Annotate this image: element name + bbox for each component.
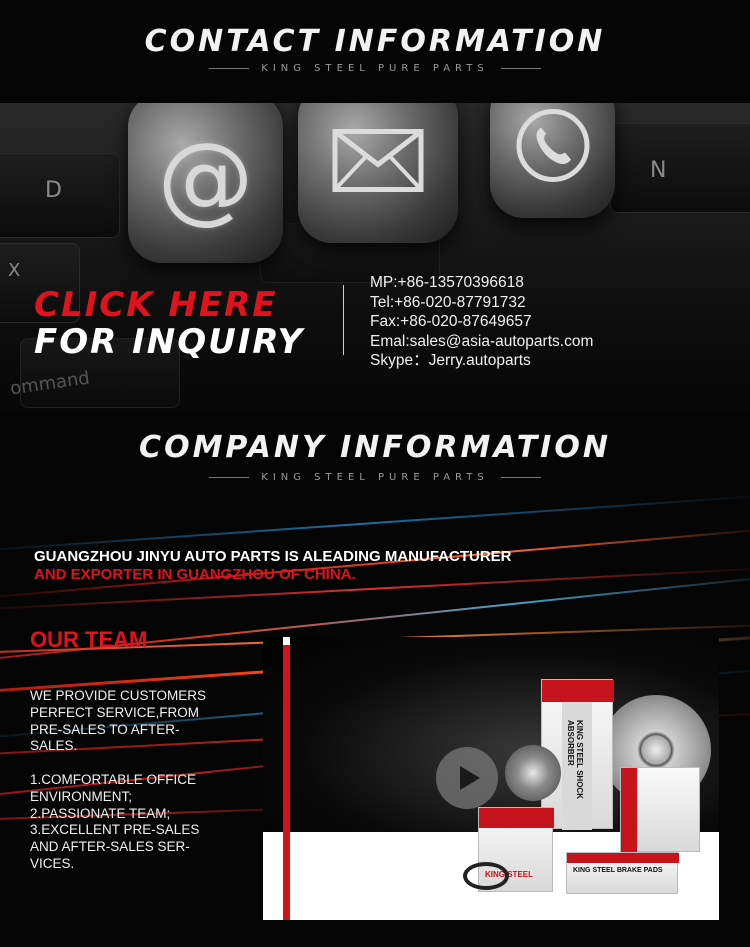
subtitle-left-rule xyxy=(209,477,250,478)
envelope-cube xyxy=(298,103,458,243)
mobile-phone: MP:+86-13570396618 xyxy=(370,274,524,291)
brake-pads-label: KING STEEL BRAKE PADS xyxy=(573,867,663,874)
team-line: 2.PASSIONATE TEAM; xyxy=(30,805,171,821)
king-steel-label: KING STEEL xyxy=(485,870,534,879)
telephone: Tel:+86-020-87791732 xyxy=(370,293,526,311)
key-label-x: X xyxy=(8,260,21,281)
team-video-player[interactable]: KING STEEL SHOCK ABSORBER KING STEEL KIN… xyxy=(263,637,719,920)
phone-icon xyxy=(513,106,593,191)
keyboard-key xyxy=(20,338,180,408)
keyboard-key xyxy=(0,153,120,238)
email[interactable]: Emal:sales@asia-autoparts.com xyxy=(370,332,594,350)
belt-image xyxy=(463,862,509,890)
subtitle-left-rule xyxy=(209,68,250,69)
parts-box xyxy=(620,767,700,853)
phone-cube xyxy=(490,103,615,218)
company-description-line1: GUANGZHOU JINYU AUTO PARTS IS ALEADING M… xyxy=(34,548,512,565)
team-line: AND AFTER-SALES SER- xyxy=(30,839,190,855)
team-line: ENVIRONMENT; xyxy=(30,788,133,804)
team-line: PRE-SALES TO AFTER- xyxy=(30,721,180,737)
contact-information-title: CONTACT INFORMATION xyxy=(144,24,606,59)
wheel-hub-image xyxy=(505,745,561,801)
team-line: VICES. xyxy=(30,855,75,871)
team-line xyxy=(30,755,230,772)
company-description: GUANGZHOU JINYU AUTO PARTS IS ALEADING M… xyxy=(34,548,512,584)
play-button[interactable] xyxy=(436,747,498,809)
skype: Skype：Jerry.autoparts xyxy=(370,352,531,370)
subtitle-right-rule xyxy=(500,68,541,69)
keyboard-key xyxy=(610,123,750,213)
key-label-n: N xyxy=(650,158,667,183)
cta-divider xyxy=(343,285,344,355)
at-sign-cube: @ xyxy=(128,103,283,263)
contact-subtitle-row: KING STEEL PURE PARTS xyxy=(0,63,750,74)
envelope-icon xyxy=(332,129,424,198)
video-white-accent xyxy=(283,637,290,645)
at-sign-icon: @ xyxy=(157,122,254,234)
team-line: PERFECT SERVICE,FROM xyxy=(30,704,200,720)
fax: Fax:+86-020-87649657 xyxy=(370,313,532,331)
company-information-title: COMPANY INFORMATION xyxy=(139,430,611,465)
our-team-title: OUR TEAM xyxy=(30,627,148,652)
subtitle-right-rule xyxy=(500,477,541,478)
contact-subtitle: KING STEEL PURE PARTS xyxy=(261,63,489,74)
key-label-d: D xyxy=(45,178,62,203)
keyboard-banner[interactable]: D X N ommand @ xyxy=(0,103,750,413)
company-subtitle: KING STEEL PURE PARTS xyxy=(261,472,489,483)
team-line: SALES. xyxy=(30,738,78,754)
team-line: WE PROVIDE CUSTOMERS xyxy=(30,688,207,703)
team-line: 1.COMFORTABLE OFFICE xyxy=(30,771,197,787)
company-subtitle-row: KING STEEL PURE PARTS xyxy=(0,472,750,483)
shock-absorber-label: KING STEEL SHOCK ABSORBER xyxy=(566,720,584,799)
click-here-link[interactable]: CLICK HERE xyxy=(34,285,278,325)
keyboard-key xyxy=(0,243,80,323)
play-icon xyxy=(460,766,480,790)
brake-pads-box: KING STEEL BRAKE PADS xyxy=(566,852,679,894)
team-line: 3.EXCELLENT PRE-SALES xyxy=(30,822,200,838)
for-inquiry-link[interactable]: FOR INQUIRY xyxy=(34,322,305,362)
video-red-accent-bar xyxy=(283,637,290,920)
company-description-line2: AND EXPORTER IN GUANGZHOU OF CHINA. xyxy=(34,566,356,583)
contact-list: MP:+86-13570396618 Tel:+86-020-87791732 … xyxy=(370,273,593,371)
team-description: WE PROVIDE CUSTOMERS PERFECT SERVICE,FRO… xyxy=(30,688,230,873)
